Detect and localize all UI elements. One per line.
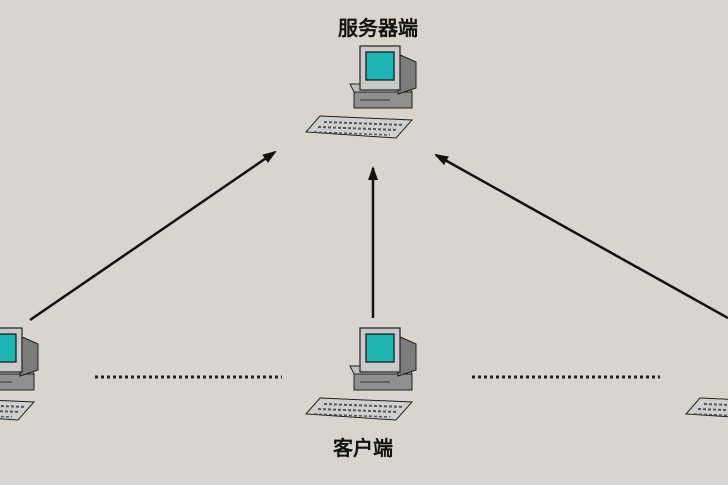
arrow-right-to-server — [434, 153, 728, 320]
arrow-left-to-server — [29, 150, 277, 322]
server-label: 服务器端 — [338, 16, 418, 40]
client-computer-icon-right — [685, 327, 728, 421]
client-computer-icon-left — [0, 327, 39, 421]
client-computer-icon-center — [305, 327, 417, 421]
server-computer-icon — [305, 45, 417, 139]
client-label: 客户端 — [333, 436, 393, 460]
